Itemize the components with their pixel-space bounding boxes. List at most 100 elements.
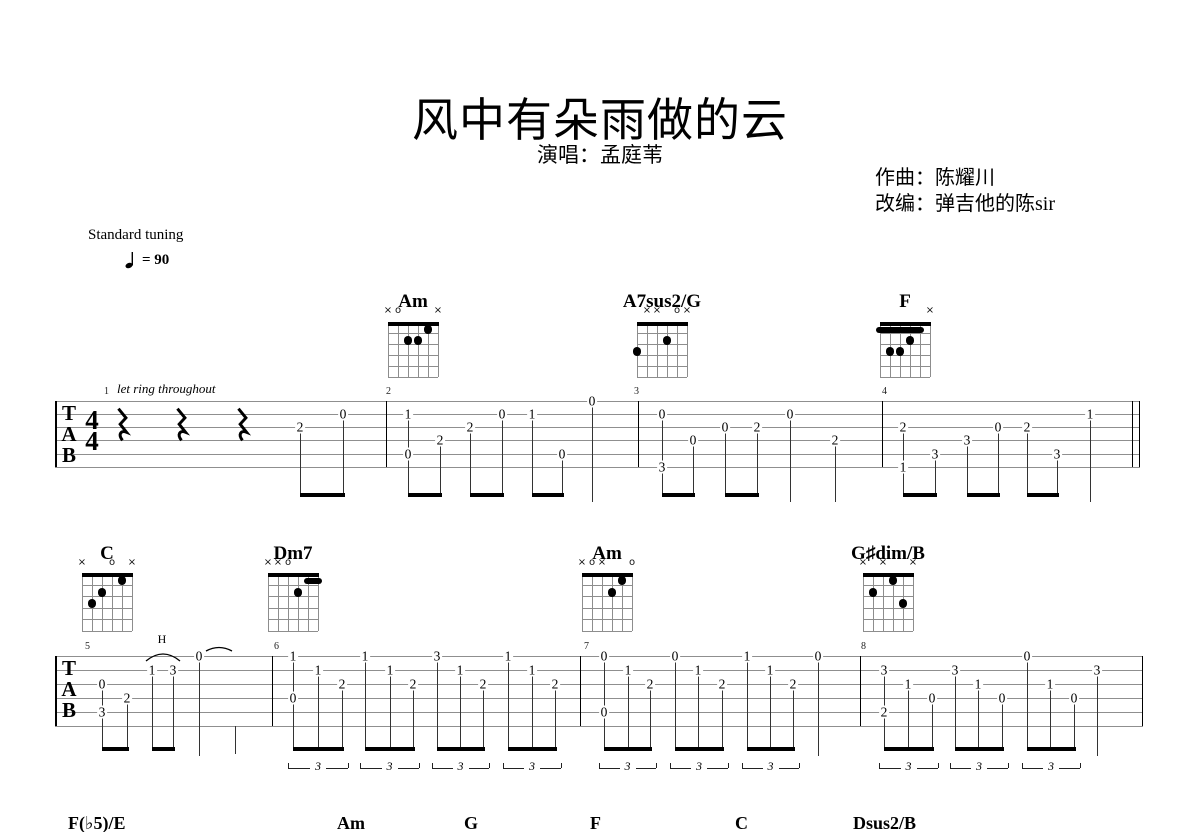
final-barline xyxy=(1138,400,1140,467)
chord-name: Dm7 xyxy=(273,543,313,564)
triplet-bracket xyxy=(432,768,453,770)
chord-name: Am xyxy=(592,543,622,564)
tab-fret-number: 0 xyxy=(1069,690,1079,706)
triplet-bracket xyxy=(503,763,505,768)
tab-fret-number: 1 xyxy=(455,662,465,678)
muted-string-marker: × xyxy=(273,557,283,568)
note-stem xyxy=(693,444,695,497)
chord-string-line xyxy=(930,322,931,377)
triplet-bracket xyxy=(1080,763,1082,768)
chord-fret-line xyxy=(637,355,687,356)
note-stem xyxy=(173,674,175,751)
tab-fret-number: 3 xyxy=(879,662,889,678)
chord-fret-line xyxy=(82,596,132,597)
note-stem xyxy=(1002,702,1004,751)
eighth-beam xyxy=(507,747,557,751)
tab-fret-number: 0 xyxy=(288,690,298,706)
note-stem xyxy=(532,674,534,751)
note-stem xyxy=(757,431,759,497)
chord-fret-line xyxy=(388,377,438,378)
chord-finger-dot xyxy=(97,587,107,597)
hammer-on-label: H xyxy=(157,632,167,646)
chord-name: A7sus2/G xyxy=(622,291,702,312)
eighth-beam xyxy=(746,747,795,751)
chord-nut xyxy=(81,573,133,577)
tab-fret-number: 3 xyxy=(168,662,178,678)
tab-fret-number: 0 xyxy=(720,419,730,435)
tab-fret-number: 2 xyxy=(898,419,908,435)
tab-fret-number: 3 xyxy=(1092,662,1102,678)
chord-nut xyxy=(387,322,439,326)
tab-fret-number: 2 xyxy=(788,676,798,692)
tab-fret-number: 0 xyxy=(338,406,348,422)
note-stem xyxy=(967,444,969,497)
chord-finger-dot xyxy=(87,599,97,609)
triplet-bracket xyxy=(670,768,691,770)
tab-fret-number: 0 xyxy=(927,690,937,706)
triplet-bracket xyxy=(879,768,901,770)
chord-fret-line xyxy=(388,344,438,345)
triplet-number: 3 xyxy=(976,759,982,773)
chord-fret-line xyxy=(82,630,132,632)
chord-fret-line xyxy=(268,607,318,609)
tab-fret-number: 2 xyxy=(337,676,347,692)
chord-string-line xyxy=(268,573,269,631)
note-stem xyxy=(300,431,302,497)
note-stem xyxy=(998,431,1000,497)
eighth-beam xyxy=(292,747,344,751)
triplet-bracket xyxy=(503,768,524,770)
quarter-note-icon xyxy=(125,252,133,269)
triplet-bracket xyxy=(1008,763,1010,768)
tab-fret-number: 2 xyxy=(1022,419,1032,435)
chord-string-line xyxy=(102,573,103,631)
open-string-marker: o xyxy=(394,305,402,316)
triplet-number: 3 xyxy=(624,759,631,773)
triplet-number: 3 xyxy=(696,759,702,773)
chord-string-line xyxy=(647,322,648,377)
eighth-beam xyxy=(101,747,129,751)
chord-fret-line xyxy=(863,584,913,586)
chord-string-line xyxy=(602,573,603,631)
measure-barline xyxy=(386,400,388,467)
measure-number: 8 xyxy=(861,641,866,652)
chord-fret-line xyxy=(268,584,318,586)
open-string-marker: o xyxy=(588,557,596,568)
tab-fret-number: 3 xyxy=(432,648,442,664)
staff-line xyxy=(55,712,1143,713)
tab-fret-number: 0 xyxy=(993,419,1003,435)
tab-fret-number: 1 xyxy=(1085,406,1095,422)
open-string-marker: o xyxy=(673,305,681,316)
eighth-beam xyxy=(954,747,1004,751)
chord-string-line xyxy=(132,573,133,631)
triplet-bracket xyxy=(348,763,350,768)
tab-fret-number: 2 xyxy=(645,676,655,692)
eighth-beam xyxy=(1026,493,1059,497)
triplet-bracket xyxy=(1059,768,1080,770)
chord-nut xyxy=(581,573,633,577)
note-stem xyxy=(502,417,504,497)
note-stem xyxy=(102,688,104,751)
muted-string-marker: × xyxy=(642,305,652,316)
triplet-bracket xyxy=(938,763,940,768)
chord-string-line xyxy=(438,322,439,377)
chord-fret-line xyxy=(582,607,632,609)
tab-fret-number: 2 xyxy=(717,676,727,692)
note-stem xyxy=(932,702,934,751)
chord-finger-dot xyxy=(888,576,898,586)
bottom-chord-name: F xyxy=(590,813,601,832)
tab-fret-number: 1 xyxy=(147,662,157,678)
chord-name: C xyxy=(100,543,114,564)
triplet-bracket xyxy=(540,768,561,770)
measure-barline xyxy=(882,400,884,467)
muted-string-marker: × xyxy=(597,557,607,568)
chord-string-line xyxy=(398,322,399,377)
tab-clef-letter: A xyxy=(61,421,77,446)
chord-finger-dot xyxy=(413,336,423,345)
chord-string-line xyxy=(122,573,123,631)
tab-fret-number: 0 xyxy=(670,648,680,664)
eighth-beam xyxy=(531,493,564,497)
eighth-beam xyxy=(966,493,1000,497)
triplet-bracket xyxy=(489,763,491,768)
triplet-bracket xyxy=(599,768,620,770)
note-stem xyxy=(1074,702,1076,751)
